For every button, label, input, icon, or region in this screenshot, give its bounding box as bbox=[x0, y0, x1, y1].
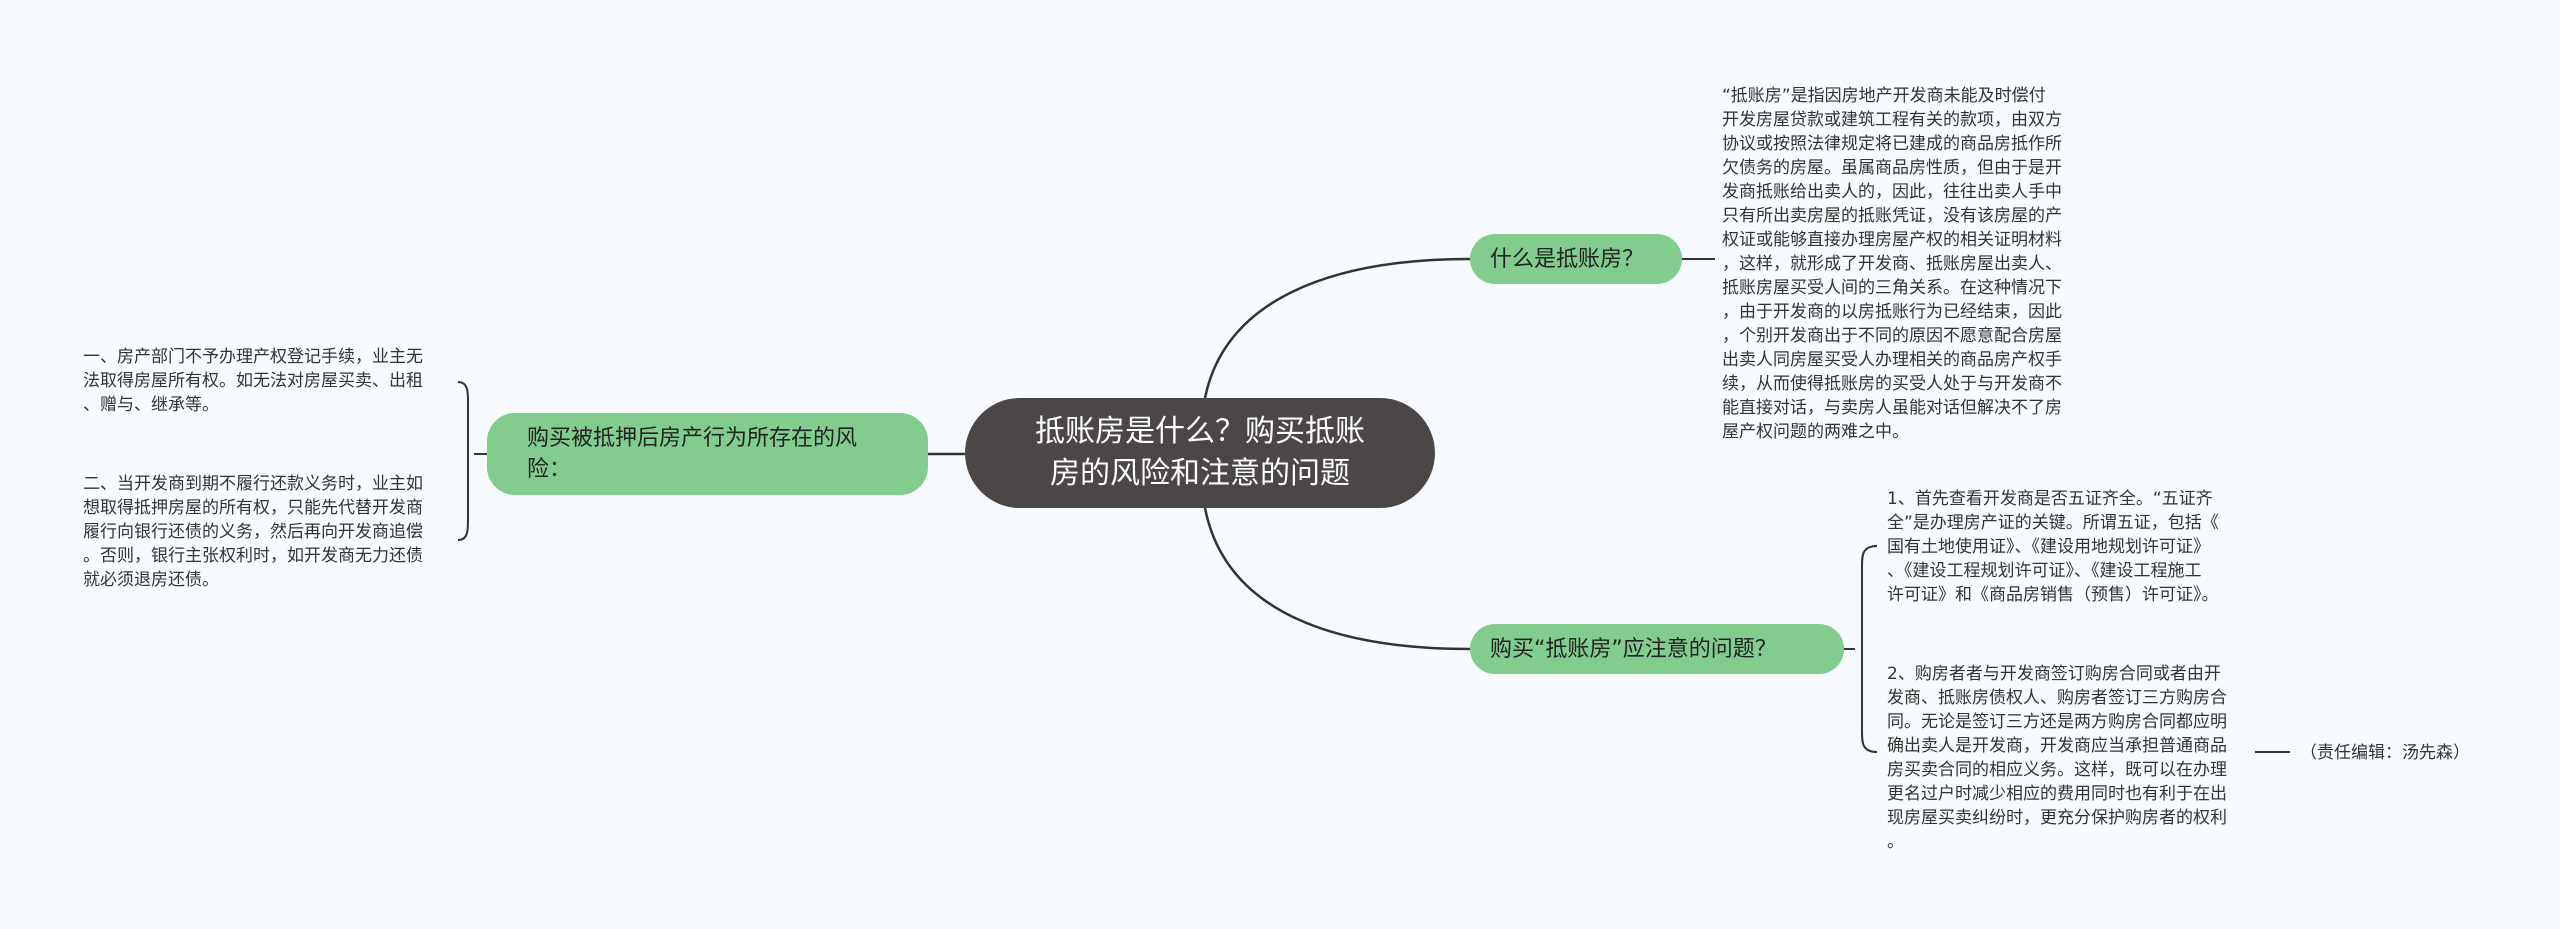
link-central-to-b2 bbox=[1203, 507, 1471, 651]
branch-what-is-offset-house[interactable]: 什么是抵账房？ bbox=[1470, 234, 1682, 284]
branch-purchase-precautions[interactable]: 购买“抵账房”应注意的问题？ bbox=[1470, 624, 1844, 674]
leaf-risk-2[interactable]: 二、当开发商到期不履行还款义务时，业主如 想取得抵押房屋的所有权，只能先代替开发… bbox=[83, 474, 423, 590]
editor-credit[interactable]: （责任编辑：汤先森） bbox=[2300, 743, 2470, 763]
leaf-precaution-2[interactable]: 2、购房者者与开发商签订购房合同或者由开 发商、抵账房债权人、购房者签订三方购房… bbox=[1887, 664, 2227, 852]
central-topic[interactable]: 抵账房是什么？购买抵账 房的风险和注意的问题 bbox=[965, 398, 1435, 508]
bracket-b2 bbox=[1844, 545, 1878, 753]
branch-mortgage-risks[interactable]: 购买被抵押后房产行为所存在的风 险： bbox=[487, 413, 928, 495]
link-central-to-b1 bbox=[1203, 257, 1471, 399]
leaf-precaution-1[interactable]: 1、首先查看开发商是否五证齐全。“五证齐 全”是办理房产证的关键。所谓五证，包括… bbox=[1887, 489, 2219, 605]
leaf-risk-1[interactable]: 一、房产部门不予办理产权登记手续，业主无 法取得房屋所有权。如无法对房屋买卖、出… bbox=[83, 347, 423, 415]
leaf-definition[interactable]: “抵账房”是指因房地产开发商未能及时偿付 开发房屋贷款或建筑工程有关的款项，由双… bbox=[1722, 86, 2062, 442]
